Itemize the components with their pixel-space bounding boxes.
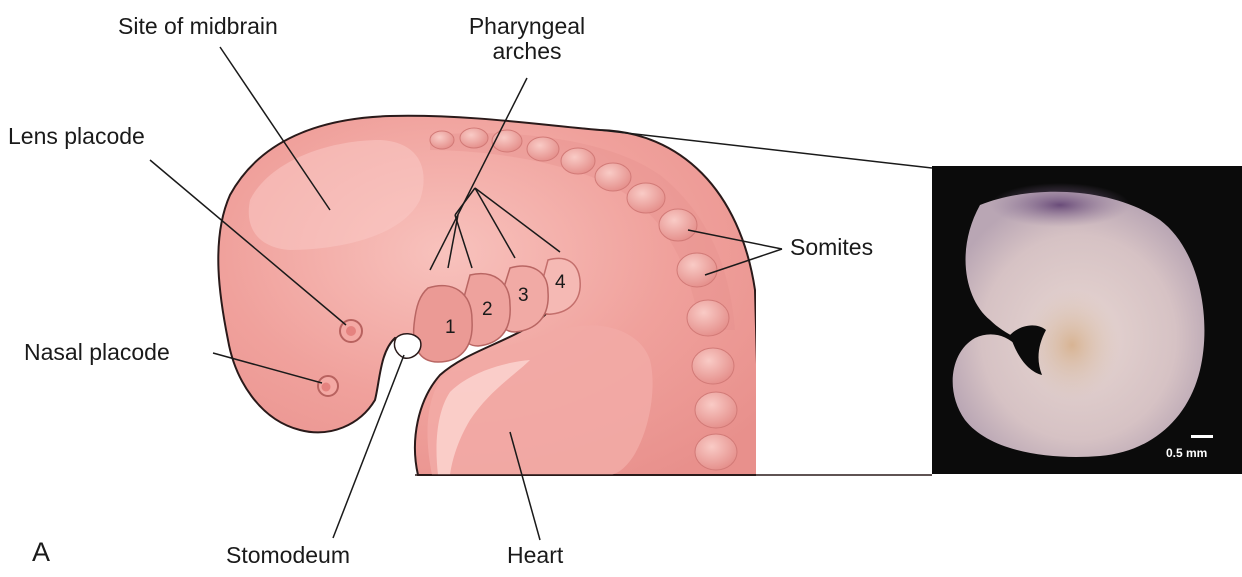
cut-edge-mask	[756, 165, 932, 485]
embryo-photo	[932, 166, 1242, 474]
arch-number-3: 3	[518, 285, 529, 307]
stomodeum-opening	[394, 334, 420, 359]
label-nasal-placode: Nasal placode	[24, 340, 170, 365]
label-pharyngeal-text: Pharyngeal arches	[452, 14, 602, 65]
label-lens-placode: Lens placode	[8, 124, 145, 149]
label-pharyngeal-arches: Pharyngeal arches	[452, 14, 602, 65]
panel-letter: A	[32, 537, 50, 568]
label-heart: Heart	[507, 543, 563, 568]
nasal-placode	[318, 376, 338, 396]
scale-bar-label: 0.5 mm	[1166, 446, 1207, 460]
arch-number-1: 1	[445, 317, 456, 339]
arch-number-2: 2	[482, 299, 493, 321]
label-stomodeum: Stomodeum	[226, 543, 350, 568]
arch-number-4: 4	[555, 272, 566, 294]
label-somites: Somites	[790, 235, 873, 260]
label-site-of-midbrain: Site of midbrain	[118, 14, 278, 39]
